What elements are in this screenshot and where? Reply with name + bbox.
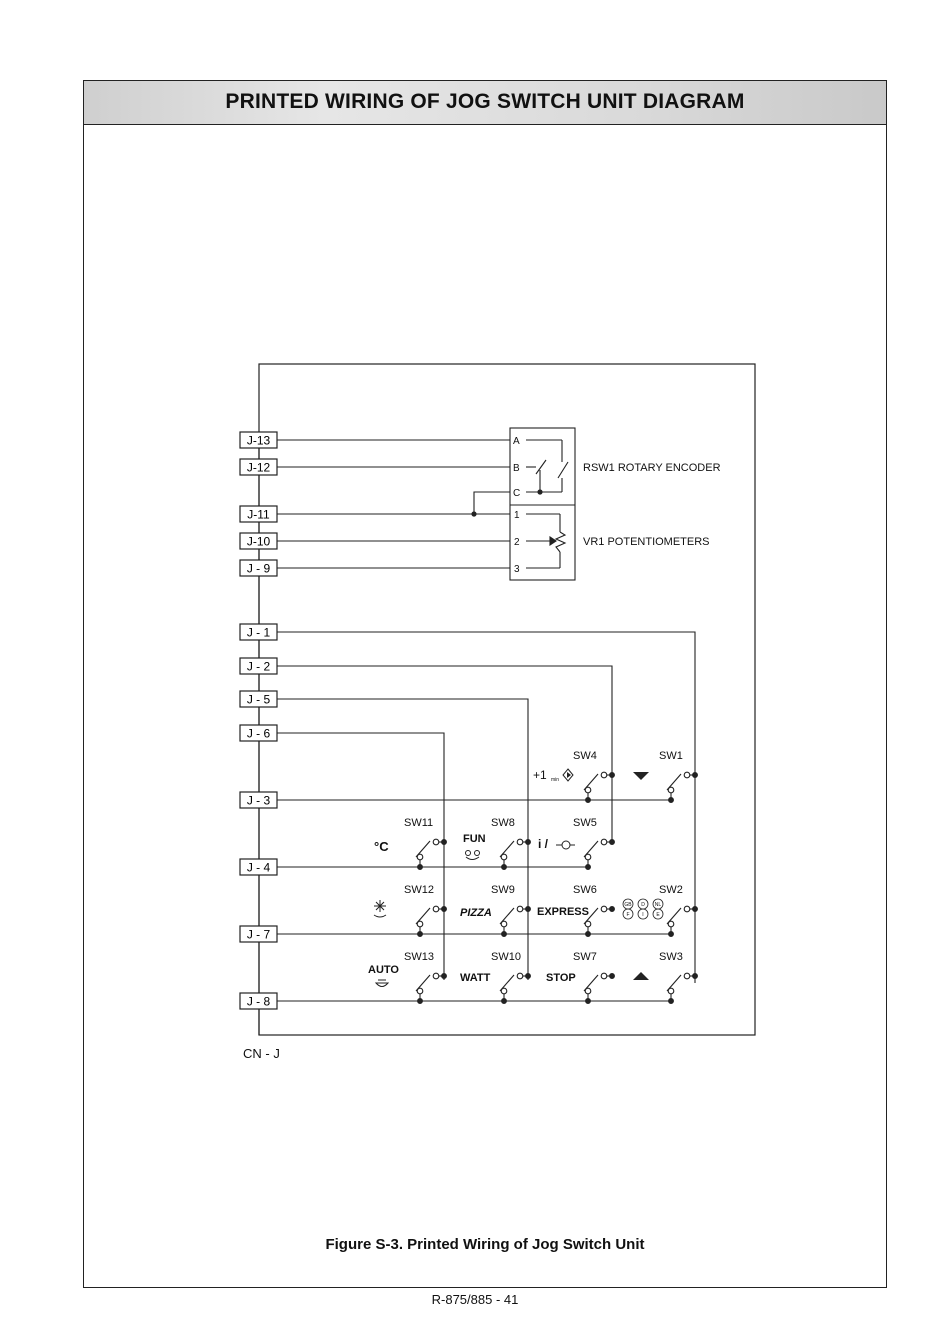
key-switch <box>583 972 615 1004</box>
pot-terminal-1: 1 <box>514 510 520 521</box>
connector-pin-label: J - 5 <box>247 693 271 707</box>
connector-name: CN - J <box>243 1046 280 1061</box>
switch-label: SW13 <box>404 951 434 963</box>
connector-pin-label: J - 2 <box>247 660 271 674</box>
key-label-watt: WATT <box>460 972 491 984</box>
connector-pin-label: J - 9 <box>247 562 271 576</box>
connector-pin-label: J-13 <box>247 434 271 448</box>
key-switch <box>583 771 615 803</box>
key-switch <box>666 771 698 803</box>
lang-nl: NL <box>655 902 662 908</box>
pot-terminal-2: 2 <box>514 537 520 548</box>
key-switch <box>666 972 698 1004</box>
key-label-auto: AUTO <box>368 964 399 976</box>
lang-i: I <box>642 912 643 918</box>
switch-label: SW2 <box>659 884 683 896</box>
switch-label: SW4 <box>573 750 597 762</box>
switch-label: SW10 <box>491 951 521 963</box>
connector-pin-label: J - 3 <box>247 794 271 808</box>
pot-label: VR1 POTENTIOMETERS <box>583 536 710 548</box>
key-switch <box>415 905 447 937</box>
lang-f: F <box>626 912 629 918</box>
encoder-terminal-a: A <box>513 436 520 447</box>
connector-pin-label: J - 4 <box>247 861 271 875</box>
key-label-info: i / <box>538 837 549 851</box>
junction-dots <box>471 489 543 517</box>
switch-label: SW8 <box>491 817 515 829</box>
switch-label: SW12 <box>404 884 434 896</box>
key-switch <box>499 838 531 870</box>
key-switch <box>499 905 531 937</box>
connector-pins: J-13J-12J-11J-10 J - 9 J - 1 J - 2 J - 5 J - … <box>239 431 278 1010</box>
down-arrow-icon <box>633 772 649 780</box>
key-switch <box>583 905 615 937</box>
connector-pin-label: J-10 <box>247 535 271 549</box>
connector-pin-label: J-12 <box>247 461 271 475</box>
switch-label: SW7 <box>573 951 597 963</box>
encoder-terminal-b: B <box>513 463 520 474</box>
language-keys: GB D NL F I E <box>622 898 664 920</box>
switch-label: SW3 <box>659 951 683 963</box>
defrost-icon <box>373 900 387 918</box>
encoder-label: RSW1 ROTARY ENCODER <box>583 462 721 474</box>
connector-pin-label: J - 1 <box>247 626 271 640</box>
connector-pin-label: J - 7 <box>247 928 271 942</box>
connector-pin-label: J - 6 <box>247 727 271 741</box>
key-switch <box>666 905 698 937</box>
key-label-celsius: °C <box>374 839 389 854</box>
lang-e: E <box>656 912 660 918</box>
key-switch <box>415 838 447 870</box>
wires <box>277 427 696 1002</box>
key-label-stop: STOP <box>546 972 576 984</box>
key-switch <box>415 972 447 1004</box>
clock-icon <box>556 840 575 850</box>
connector-pin-label: J - 8 <box>247 995 271 1009</box>
key-label-express: EXPRESS <box>537 906 589 918</box>
key-label-pizza: PIZZA <box>460 907 492 919</box>
key-switch <box>583 838 615 870</box>
up-arrow-icon <box>633 972 649 980</box>
key-label-plus1-sub: min <box>551 777 559 783</box>
lang-d: D <box>641 902 645 908</box>
connector-pin-label: J-11 <box>247 508 270 522</box>
fan-icon <box>465 850 480 860</box>
switch-label: SW9 <box>491 884 515 896</box>
bowl-icon <box>374 979 390 987</box>
switch-matrix <box>415 771 698 1004</box>
start-icon <box>562 768 574 782</box>
page-frame <box>83 80 887 1288</box>
key-label-fun: FUN <box>463 833 486 845</box>
switch-label: SW6 <box>573 884 597 896</box>
switch-label: SW1 <box>659 750 683 762</box>
lang-gb: GB <box>624 902 632 908</box>
key-icons <box>373 768 649 987</box>
page-title: PRINTED WIRING OF JOG SWITCH UNIT DIAGRA… <box>225 90 745 113</box>
figure-caption: Figure S-3. Printed Wiring of Jog Switch… <box>325 1236 645 1253</box>
page-footer: R-875/885 - 41 <box>431 1292 519 1307</box>
key-switch <box>499 972 531 1004</box>
title-band <box>83 80 887 125</box>
pot-terminal-3: 3 <box>514 564 520 575</box>
switch-label: SW5 <box>573 817 597 829</box>
encoder-terminal-c: C <box>513 488 520 499</box>
switch-label: SW11 <box>404 817 433 829</box>
key-label-plus1: +1 <box>533 768 547 782</box>
